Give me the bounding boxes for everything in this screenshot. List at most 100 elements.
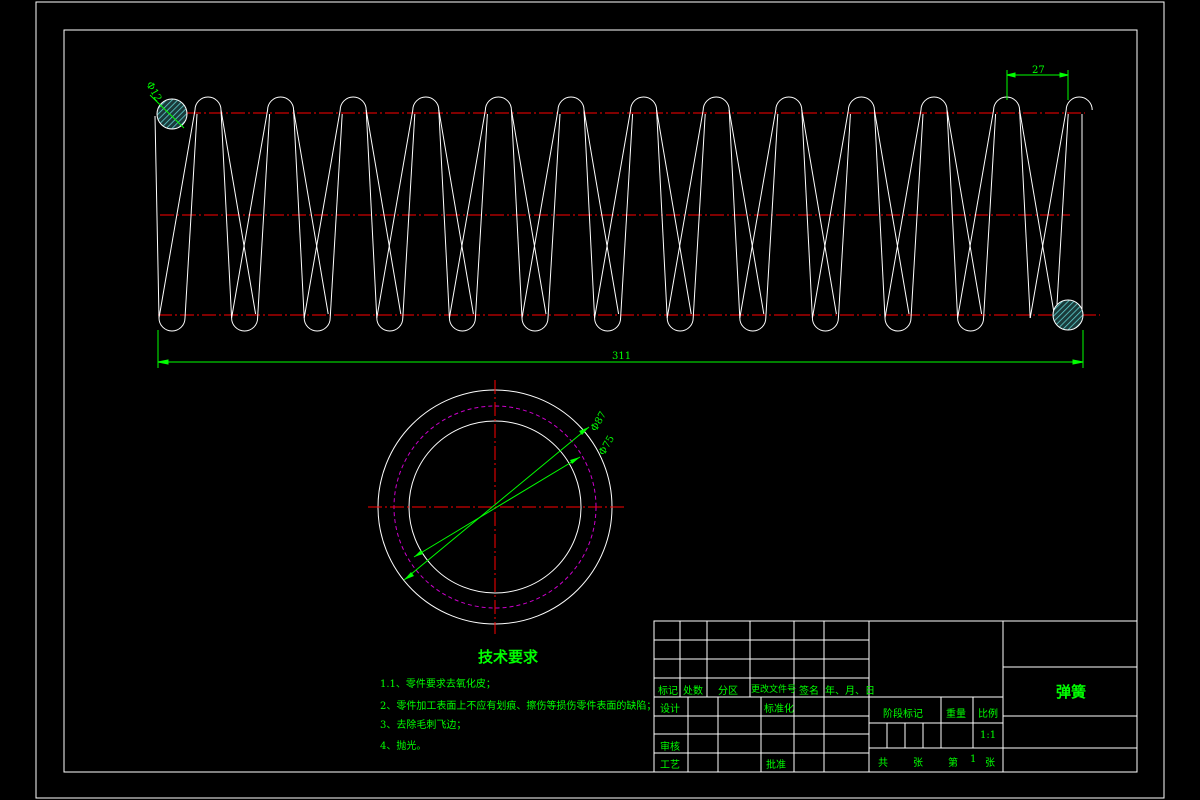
tech-requirement-item: 3、去除毛刺飞边； [380,720,467,731]
dim-line-mean [413,456,581,558]
spring-coil-segment [438,109,450,319]
spring-coil-segment [220,109,233,319]
spring-coil-segment [231,109,269,319]
label-total: 共 [878,758,888,769]
spring-coil-segment [402,113,416,319]
dim-free-length: 311 [612,351,631,362]
spring-coil-segment [510,109,547,315]
spring-coil-segment [837,113,851,319]
spring-coil-segment [293,109,329,315]
wire-section-top [156,98,188,130]
spring-coil-segment [1019,109,1031,319]
spring-centerlines [158,112,1100,316]
spring-coil-segment [303,317,331,332]
label-stage-mark: 阶段标记 [883,709,923,720]
spring-coil-segment [1029,109,1067,319]
spring-coil-segment [231,317,259,332]
spring-coil-segment [801,109,837,315]
spring-coil-segment [583,109,596,319]
spring-coil-segment [666,317,694,332]
spring-coil-segment [847,96,875,111]
spring-coil-segment [630,96,658,111]
dimensions-spring [149,70,1084,368]
part-name: 弹簧 [1056,683,1087,701]
spring-coil-segment [873,109,886,319]
spring-coil-segment [510,109,523,319]
sheet-index: 1 [970,754,977,765]
spring-coil-segment [158,317,186,332]
spring-coil-segment [884,317,912,332]
dim-wire-diameter: Φ12 [143,80,163,104]
spring-coil-segment [448,317,476,332]
spring-coil-segment [557,96,585,111]
spring-coil-segment [702,96,730,111]
spring-coil-segment [293,109,305,319]
spring-coil-segment [656,109,692,315]
spring-coil-segment [1019,109,1055,315]
header-zone: 分区 [718,686,738,697]
spring-coil-segment [438,109,474,315]
spring-coil-segment [692,113,706,319]
header-signature: 签名 [799,686,819,697]
spring-coil-segment [154,115,160,319]
dim-pitch: 27 [1032,65,1045,76]
spring-coil-segment [521,317,549,332]
spring-coil-segment [194,96,222,111]
spring-coil-segment [594,109,632,319]
spring-coil-segment [775,96,803,111]
spring-coil-segment [728,109,741,319]
spring-coils [154,96,1093,332]
spring-coil-segment [946,109,983,315]
spring-coil-segment [811,109,849,319]
tech-requirement-item: 4、抛光。 [380,741,427,752]
spring-coil-segment [728,109,765,315]
spring-coil-segment [158,109,196,319]
spring-coil-segment [376,109,414,319]
spring-coil-segment [957,109,995,319]
tech-requirements-title: 技术要求 [478,648,539,666]
spring-coil-segment [594,317,622,332]
spring-coil-segment [365,109,378,319]
spring-coil-segment [329,113,343,319]
spring-coil-segment [220,109,257,315]
spring-coil-segment [547,113,561,319]
spring-coil-segment [983,113,997,319]
spring-coil-segment [521,109,559,319]
tech-requirement-item: 2、零件加工表面上不应有划痕、擦伤等损伤零件表面的缺陷； [380,701,657,712]
spring-coil-segment [765,113,779,319]
spring-coil-segment [739,109,777,319]
header-count: 处数 [683,686,703,697]
spring-coil-segment [583,109,620,315]
dim-mean-diameter: Φ75 [597,434,617,458]
spring-coil-segment [448,109,486,319]
spring-coil-segment [365,109,402,315]
label-sheets: 张 [913,758,923,769]
spring-coil-segment [739,317,767,332]
header-mark: 标记 [658,686,678,697]
spring-coil-segment [1055,113,1069,319]
spring-coil-segment [303,109,341,319]
label-process: 工艺 [660,760,680,771]
spring-coil-segment [620,113,634,319]
spring-coil-segment [656,109,668,319]
spring-coil-segment [1065,96,1093,111]
title-block-grid [653,620,1138,773]
spring-coil-segment [873,109,910,315]
dim-outer-diameter: Φ87 [589,410,609,434]
header-change-doc: 更改文件号 [751,685,797,695]
spring-coil-segment [801,109,813,319]
label-review: 审核 [660,742,680,753]
wire-section-bottom [1052,299,1084,331]
label-approve: 批准 [766,760,786,771]
spring-coil-segment [910,113,924,319]
spring-coil-segment [946,109,959,319]
label-design: 设计 [660,704,680,715]
end-view [368,380,625,634]
tech-requirement-item: 1.1、零件要求去氧化皮； [380,679,496,690]
spring-coil-segment [484,96,512,111]
label-scale: 比例 [978,709,998,720]
outer-border [35,1,1165,799]
label-sheet-unit: 张 [985,758,995,769]
spring-coil-segment [339,96,367,111]
